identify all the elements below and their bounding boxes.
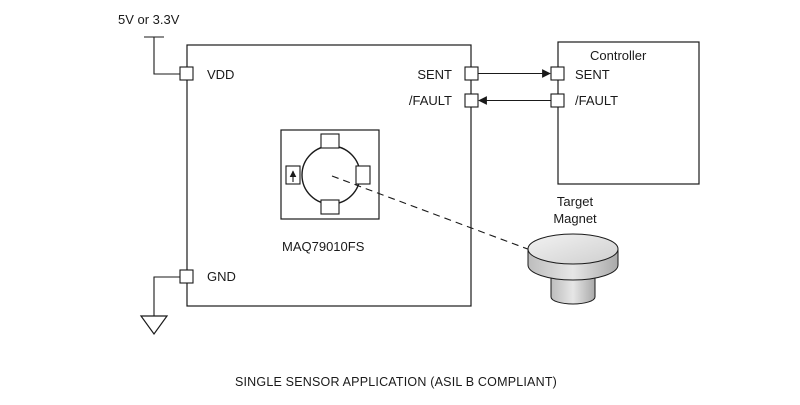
controller-box: [557, 41, 700, 185]
hall-element-right: [355, 165, 371, 185]
controller-fault-pin: [550, 93, 565, 108]
magnet-label-line2: Magnet: [553, 211, 597, 226]
gnd-pin-label: GND: [207, 269, 236, 284]
magnet-label-line1: Target: [557, 194, 594, 209]
hall-element-top: [320, 133, 340, 149]
sensor-sent-pin: [464, 66, 479, 81]
vdd-pin-label: VDD: [207, 67, 234, 82]
target-magnet-icon: [527, 233, 619, 305]
vdd-pin: [179, 66, 194, 81]
ground-wire: [153, 276, 180, 316]
hall-element-bottom: [320, 199, 340, 215]
supply-wire: [144, 36, 180, 75]
controller-fault-label: /FAULT: [575, 93, 618, 108]
supply-label: 5V or 3.3V: [118, 12, 180, 27]
ground-symbol: [139, 315, 169, 336]
sensor-fault-pin: [464, 93, 479, 108]
controller-title: Controller: [590, 48, 647, 63]
sensor-fault-label: /FAULT: [409, 93, 452, 108]
part-number-label: MAQ79010FS: [282, 239, 365, 254]
controller-sent-label: SENT: [575, 67, 610, 82]
diagram-caption: SINGLE SENSOR APPLICATION (ASIL B COMPLI…: [235, 375, 557, 389]
gnd-pin: [179, 269, 194, 284]
sensor-sent-label: SENT: [417, 67, 452, 82]
controller-sent-pin: [550, 66, 565, 81]
